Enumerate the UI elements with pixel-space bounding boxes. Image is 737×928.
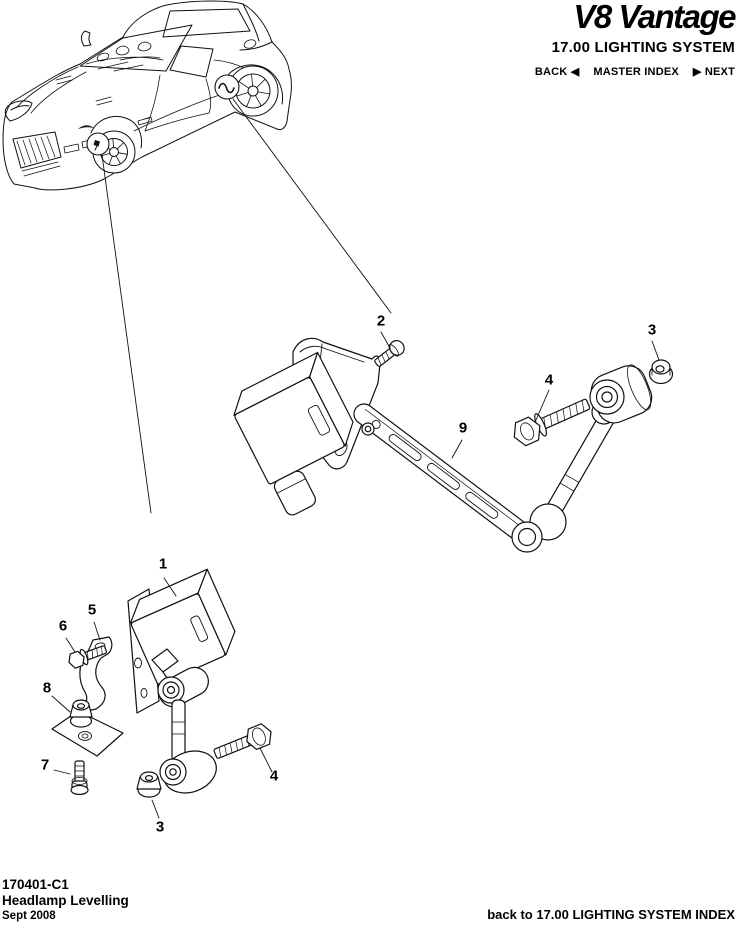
lower-assembly (51, 568, 272, 798)
front-sensor-leader-line (101, 154, 152, 514)
callout-label-2: 2 (376, 312, 386, 330)
sensor-dot-icon (93, 140, 100, 147)
sunroof (162, 8, 251, 38)
part-rear-bushing (589, 364, 653, 424)
part-screw-2 (374, 340, 405, 367)
callout-label-5: 5 (87, 601, 97, 619)
footer-right: back to 17.00 LIGHTING SYSTEM INDEX (487, 907, 735, 922)
page-header: V8 Vantage 17.00 LIGHTING SYSTEM BACK ◀ M… (535, 0, 737, 78)
footer-left: 170401-C1 Headlamp Levelling Sept 2008 (2, 877, 129, 924)
wave-squiggle-icon (218, 82, 235, 94)
next-arrow-icon: ▶ (692, 66, 702, 78)
part-flange-nut-8 (69, 699, 93, 728)
callout-label-4-lower: 4 (269, 767, 279, 785)
part-front-bushing-housing (157, 666, 209, 708)
hood-lines (15, 66, 87, 114)
grille-hatch (16, 135, 56, 166)
part-number: 170401-C1 (2, 877, 69, 892)
back-link[interactable]: BACK ◀ (534, 66, 580, 78)
front-sensor-callout-circle (86, 132, 110, 156)
callout-label-8: 8 (42, 679, 52, 697)
back-arrow-icon: ◀ (570, 66, 580, 78)
callout-label-4-upper: 4 (544, 371, 554, 389)
side-mirror (81, 30, 92, 47)
fuel-cap (243, 39, 257, 49)
callout-label-1: 1 (158, 555, 168, 573)
part-lower-flange-bolt-4 (213, 723, 272, 759)
headlamp (4, 100, 33, 122)
badge (78, 125, 94, 129)
part-lower-flange-nut-3 (136, 771, 162, 798)
part-rear-sensor-module (233, 351, 354, 516)
callout-leader-lines (51, 331, 660, 819)
part-upper-flange-bolt-4 (513, 398, 591, 447)
next-link[interactable]: ▶ NEXT (692, 66, 735, 78)
drawing-title: Headlamp Levelling (2, 893, 129, 908)
seats (115, 41, 152, 56)
arm-pivot-pin (361, 422, 375, 436)
wipers (97, 61, 144, 72)
part-screw-7 (70, 760, 89, 796)
part-bolt-6 (68, 645, 108, 669)
rear-sensor-connector (273, 470, 316, 516)
windshield (79, 24, 193, 72)
hood-vents (55, 75, 113, 106)
back-to-index-link[interactable]: back to 17.00 LIGHTING SYSTEM INDEX (487, 907, 735, 922)
callout-label-7: 7 (40, 756, 50, 774)
door-lines (133, 74, 230, 132)
car-illustration (2, 0, 392, 514)
side-window (169, 45, 214, 78)
issue-date: Sept 2008 (2, 910, 56, 922)
part-upper-flange-nut-3 (648, 359, 674, 385)
section-title: 17.00 LIGHTING SYSTEM (551, 39, 735, 56)
callout-label-3-upper: 3 (647, 321, 657, 339)
fender-strake (137, 116, 153, 126)
rear-sensor-leader-line (232, 98, 392, 314)
steering-wheel (96, 52, 110, 62)
arm-eyelet (511, 521, 543, 553)
part-bracket-plate (51, 710, 124, 757)
callout-label-3-lower: 3 (155, 818, 165, 836)
grille (12, 131, 62, 169)
dashboard-line (85, 56, 164, 65)
rear-wheel-arch (222, 64, 284, 105)
rear-sensor-callout-circle (214, 74, 240, 100)
part-levelling-arm (353, 403, 538, 548)
catalog-nav: BACK ◀ MASTER INDEX ▶ NEXT (535, 65, 735, 78)
rear-screen-line (239, 3, 273, 51)
front-wheel-arch (90, 115, 143, 149)
callout-label-6: 6 (58, 617, 68, 635)
brand-logo: V8 Vantage (573, 0, 736, 35)
master-index-link[interactable]: MASTER INDEX (593, 66, 679, 78)
callout-label-9: 9 (458, 419, 468, 437)
part-front-link-boss (159, 750, 217, 794)
upper-assembly (233, 337, 674, 553)
